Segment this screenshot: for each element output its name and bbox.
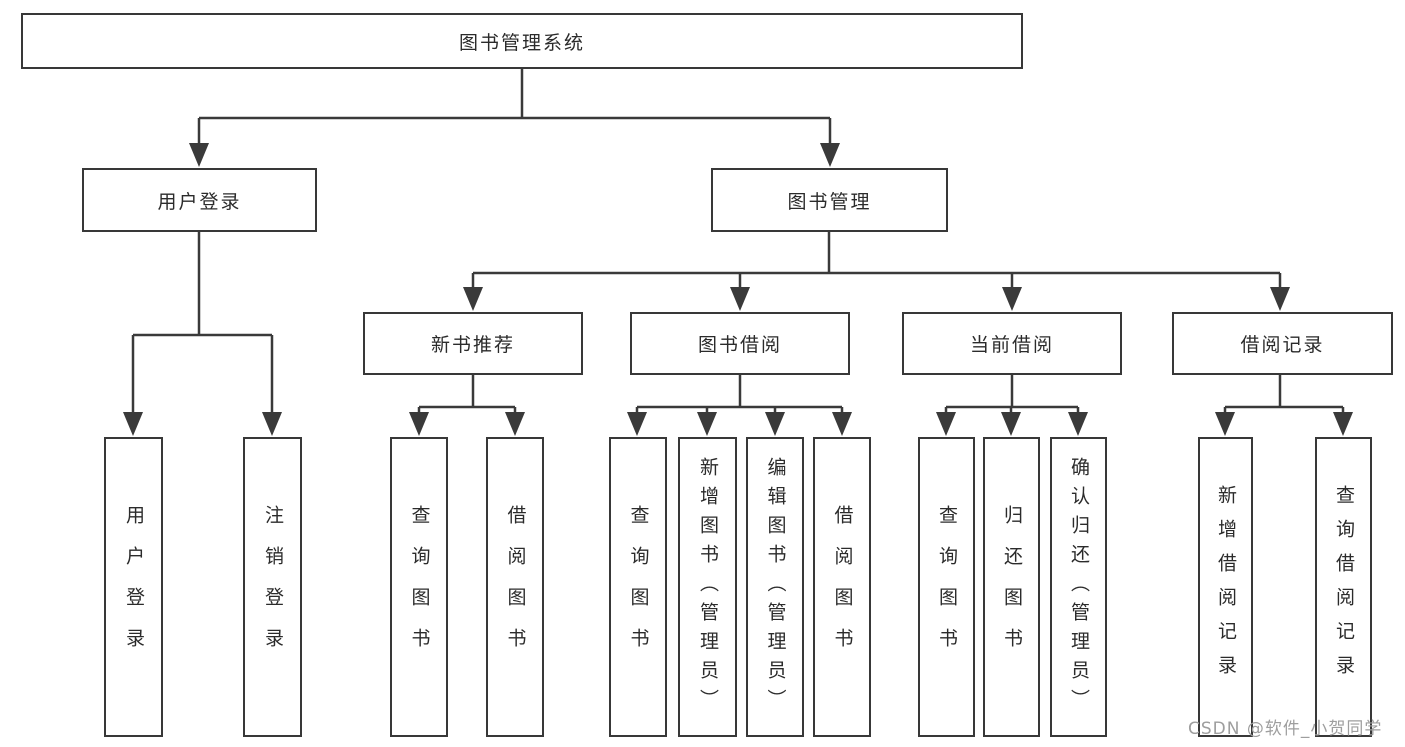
leaf-logout: 注销登录 (243, 437, 302, 737)
leaf-query-books-current: 查询图书 (918, 437, 975, 737)
leaf-confirm-return-admin: 确认归还（管理员） (1050, 437, 1107, 737)
leaf-query-books-borrow: 查询图书 (609, 437, 667, 737)
leaf-query-borrow-record: 查询借阅记录 (1315, 437, 1372, 737)
leaf-return-books: 归还图书 (983, 437, 1040, 737)
node-user-login: 用户登录 (82, 168, 317, 232)
csdn-watermark: CSDN @软件_小贺同学 (1188, 719, 1383, 739)
leaf-borrow-books: 借阅图书 (813, 437, 871, 737)
leaf-add-borrow-record: 新增借阅记录 (1198, 437, 1253, 737)
node-borrow-records: 借阅记录 (1172, 312, 1393, 375)
node-library-management-system: 图书管理系统 (21, 13, 1023, 69)
leaf-add-book-admin: 新增图书（管理员） (678, 437, 737, 737)
node-book-borrow: 图书借阅 (630, 312, 850, 375)
leaf-query-books-recommend: 查询图书 (390, 437, 448, 737)
leaf-edit-book-admin: 编辑图书（管理员） (746, 437, 804, 737)
leaf-user-login: 用户登录 (104, 437, 163, 737)
node-new-book-recommend: 新书推荐 (363, 312, 583, 375)
node-book-management: 图书管理 (711, 168, 948, 232)
leaf-borrow-books-recommend: 借阅图书 (486, 437, 544, 737)
node-current-borrow: 当前借阅 (902, 312, 1122, 375)
